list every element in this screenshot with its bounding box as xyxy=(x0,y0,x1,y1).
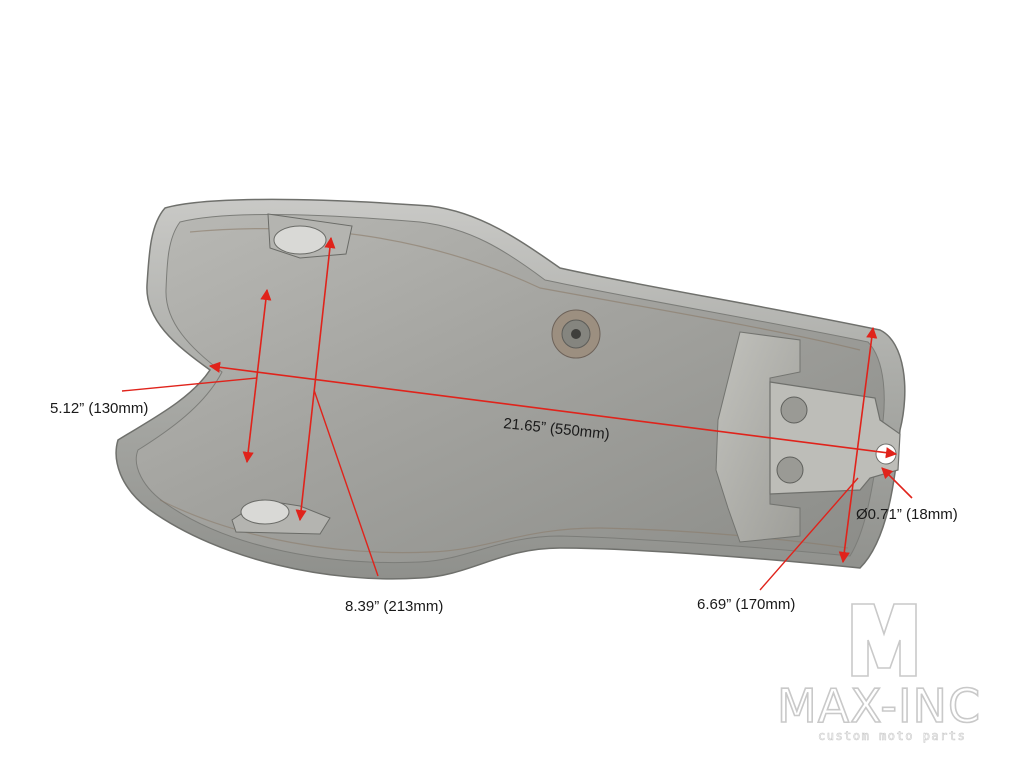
rear-bolt-bottom xyxy=(776,456,804,484)
brand-logo: MAX-INC custom moto parts xyxy=(776,603,981,743)
dim-line-rear-width xyxy=(838,326,878,564)
logo-mark-icon xyxy=(851,603,917,677)
front-mount-hole-top xyxy=(273,225,327,255)
label-front-width: 5.12” (130mm) xyxy=(50,400,148,417)
dim-leader-rear-width xyxy=(759,477,859,591)
label-mount-spacing: 8.39” (213mm) xyxy=(345,598,443,615)
logo-brand-text: MAX-INC xyxy=(777,679,981,733)
dim-line-hole xyxy=(881,467,913,499)
label-mount-hole: Ø0.71” (18mm) xyxy=(856,506,958,523)
drain-fitting-hole xyxy=(571,329,581,339)
dim-line-mount-spacing xyxy=(295,236,336,522)
rear-bolt-top xyxy=(780,396,808,424)
logo-tagline: custom moto parts xyxy=(818,729,966,743)
front-mount-hole-bottom xyxy=(240,499,290,525)
dimension-lines xyxy=(121,236,913,591)
dim-leader-mount-spacing xyxy=(313,389,379,577)
label-rear-width: 6.69” (170mm) xyxy=(697,596,795,613)
